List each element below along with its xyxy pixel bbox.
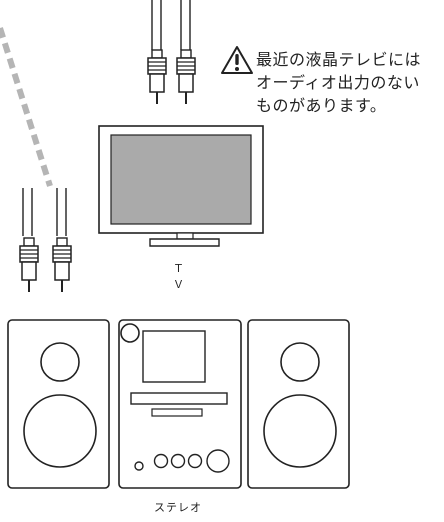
tv-neck	[176, 232, 194, 240]
warning-note-line-2: オーディオ出力のない	[256, 73, 420, 92]
rca-plug-icon	[19, 237, 39, 293]
right-speaker	[247, 319, 350, 489]
rca-plug-icon	[147, 49, 167, 105]
dashed-cable	[0, 27, 53, 187]
rca-plug-icon	[176, 49, 196, 105]
top-cable-pair	[151, 0, 191, 50]
stereo-label: ステレオ	[154, 501, 202, 514]
left-speaker	[7, 319, 110, 489]
left-cable-pair	[22, 188, 67, 236]
warning-note-line-1: 最近の液晶テレビには	[256, 50, 422, 69]
tv	[98, 125, 264, 247]
tv-stand	[149, 238, 220, 247]
warning-triangle-icon	[221, 46, 253, 74]
rca-plug-icon	[52, 237, 72, 293]
tv-label: ＴＶ	[173, 262, 189, 291]
warning-note: 最近の液晶テレビには オーディオ出力のない ものがあります。	[256, 48, 421, 117]
tv-screen	[110, 134, 252, 225]
stereo-unit	[118, 319, 242, 489]
warning-note-line-3: ものがあります。	[256, 96, 387, 115]
